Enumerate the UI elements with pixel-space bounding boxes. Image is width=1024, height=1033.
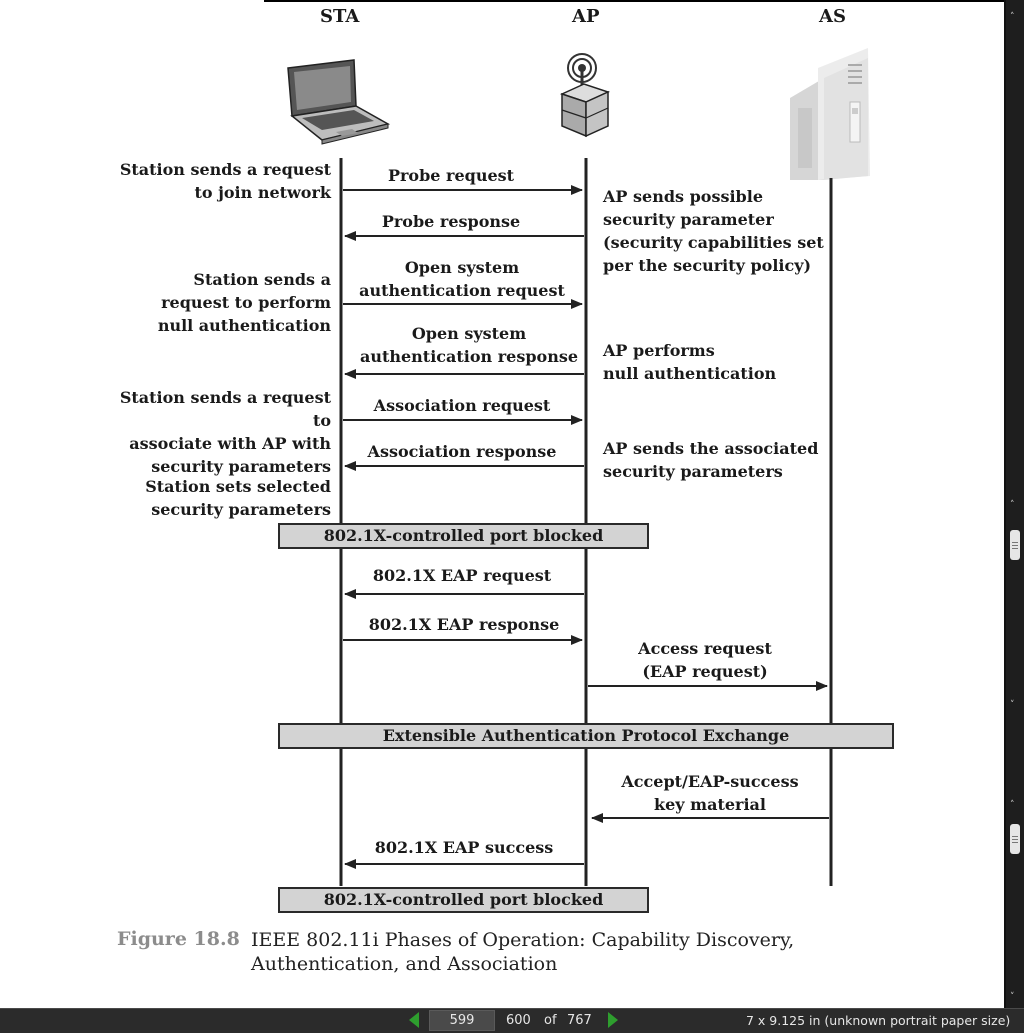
of-label: of (544, 1013, 557, 1028)
pdf-page: STA AP AS (0, 0, 1006, 1008)
server-icon (790, 48, 870, 180)
next-page-icon[interactable] (608, 1012, 618, 1028)
scroll-chevron-icon-2[interactable]: ˄ (1010, 800, 1015, 810)
page-edge (1004, 0, 1006, 1008)
access-point-icon (559, 53, 611, 138)
status-bar: 600 of 767 7 x 9.125 in (unknown portrai… (0, 1008, 1024, 1033)
bar-port-blocked-1: 802.1X-controlled port blocked (278, 523, 649, 549)
note-ap-security-parameter: AP sends possible security parameter (se… (603, 187, 824, 275)
bar-eap-exchange: Extensible Authentication Protocol Excha… (278, 723, 894, 749)
next-page-number: 600 (506, 1013, 531, 1028)
label-association-response: Association response (367, 442, 557, 461)
sequence-lines (339, 158, 833, 886)
label-open-auth-request: Open system authentication request (359, 258, 565, 300)
scroll-chevron-icon[interactable]: ˄ (1010, 500, 1015, 510)
label-eap-request: 802.1X EAP request (372, 566, 552, 585)
scrollbar-thumb-2[interactable] (1010, 824, 1020, 854)
note-join-network: Station sends a request to join network (119, 160, 331, 202)
scrollbar-thumb[interactable] (1010, 530, 1020, 560)
scroll-up-chevron-icon[interactable]: ˄ (1010, 12, 1015, 22)
paper-size-label: 7 x 9.125 in (unknown portrait paper siz… (746, 1013, 1011, 1028)
page-number-input[interactable] (429, 1010, 495, 1031)
scroll-bottom-chevron-icon[interactable]: ˅ (1010, 992, 1015, 1002)
page-top-rule (264, 0, 1006, 2)
total-pages: 767 (567, 1013, 592, 1028)
vertical-scrollbar[interactable]: ˄ ˄ ˅ ˄ ˅ (1006, 0, 1024, 1008)
note-sets-security-parameters: Station sets selected security parameter… (145, 477, 331, 519)
bar-port-blocked-2: 802.1X-controlled port blocked (278, 887, 649, 913)
label-access-request: Access request (EAP request) (638, 639, 772, 681)
entity-ap-label: AP (572, 6, 600, 27)
label-eap-response: 802.1X EAP response (368, 615, 560, 634)
figure-caption: IEEE 802.11i Phases of Operation: Capabi… (251, 929, 795, 975)
note-null-authentication: Station sends a request to perform null … (157, 270, 331, 335)
label-eap-success: 802.1X EAP success (374, 838, 554, 857)
laptop-icon (287, 59, 391, 145)
label-open-auth-response: Open system authentication response (359, 324, 579, 366)
figure-label: Figure 18.8 (117, 928, 240, 950)
entity-sta-label: STA (320, 6, 360, 27)
prev-page-icon[interactable] (409, 1012, 419, 1028)
label-probe-response: Probe response (381, 212, 521, 231)
entity-as-label: AS (819, 6, 846, 27)
label-accept-eap-success: Accept/EAP-success key material (621, 772, 799, 814)
label-association-request: Association request (373, 396, 551, 415)
label-probe-request: Probe request (387, 166, 515, 185)
note-ap-null-authentication: AP performs null authentication (603, 341, 777, 383)
scroll-down-chevron-icon[interactable]: ˅ (1010, 700, 1015, 710)
note-ap-associated-parameters: AP sends the associated security paramet… (603, 439, 819, 481)
note-associate-with-ap: Station sends a request to associate wit… (119, 388, 331, 476)
document-viewer: STA AP AS (0, 0, 1024, 1008)
